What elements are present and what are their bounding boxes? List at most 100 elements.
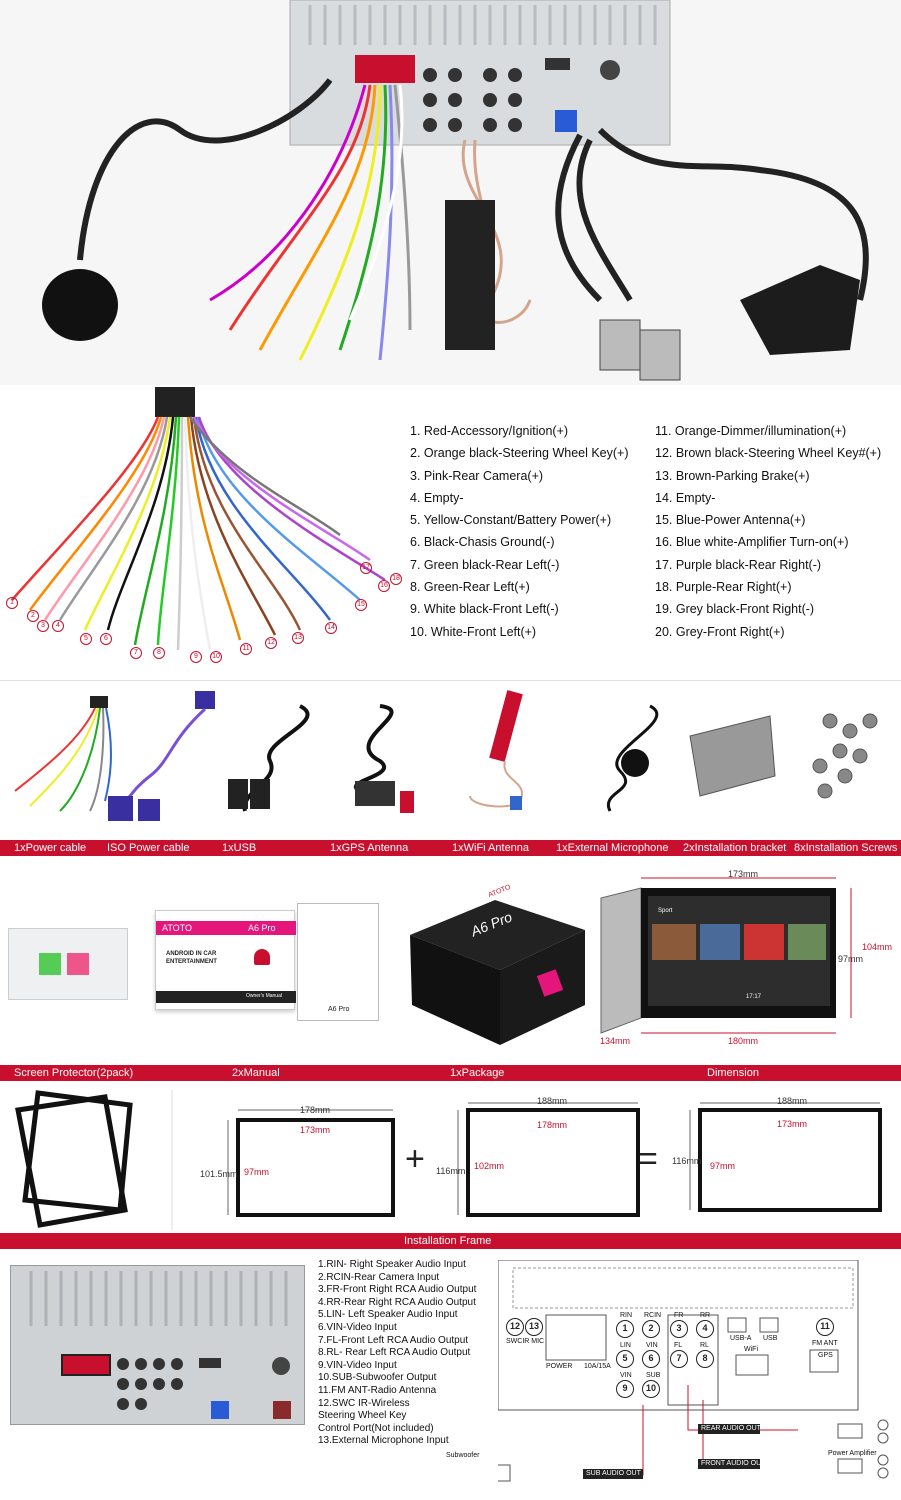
- wire-item: 5. Yellow-Constant/Battery Power(+): [410, 513, 612, 528]
- label-package: 1xPackage: [450, 1067, 505, 1079]
- harness-number-16: 16: [378, 580, 390, 592]
- diagram-num-9: 9: [616, 1380, 634, 1398]
- harness-number-6: 6: [100, 633, 112, 645]
- frames-illustration: [15, 1090, 882, 1230]
- diagram-amp: Power Amplifier: [828, 1450, 877, 1457]
- diagram-num-10: 10: [642, 1380, 660, 1398]
- wire-item: 18. Purple-Rear Right(+): [655, 580, 792, 595]
- accessories-section: 1xPower cable ISO Power cable 1xUSB 1xGP…: [0, 680, 901, 860]
- wire-item: 3. Pink-Rear Camera(+): [410, 468, 544, 483]
- device-dim-depth: 134mm: [600, 1036, 631, 1046]
- manual-card: ATOTO A6 Pro ANDROID IN CAR ENTERTAINMEN…: [155, 910, 296, 1010]
- label-microphone: 1xExternal Microphone: [556, 842, 669, 854]
- manual-owners: Owner's Manual: [246, 993, 282, 999]
- frame-a-inner-h: 97mm: [244, 1167, 270, 1177]
- diagram-sub-out: SUB AUDIO OUT: [586, 1470, 641, 1477]
- port-item: 13.External Microphone Input: [318, 1435, 449, 1447]
- device-dim-right-inner: 97mm: [838, 954, 864, 964]
- diagram-num-11: 11: [816, 1318, 834, 1336]
- screen-protector-image: [8, 928, 128, 1000]
- manual-line1: ANDROID IN CAR: [166, 951, 217, 957]
- harness-number-8: 8: [153, 647, 165, 659]
- diagram-subwoofer: Subwoofer: [446, 1452, 480, 1459]
- port-item: 12.SWC IR-Wireless: [318, 1397, 410, 1409]
- diagram-rin: RIN: [620, 1312, 633, 1319]
- booklet-model: A6 Pro: [328, 1006, 350, 1013]
- wire-item: 8. Green-Rear Left(+): [410, 580, 530, 595]
- label-gps: 1xGPS Antenna: [330, 842, 409, 854]
- diagram-front-out: FRONT AUDIO OUT: [701, 1460, 766, 1467]
- manual-line2: ENTERTAINMENT: [166, 959, 217, 965]
- label-power-cable: 1xPower cable: [14, 842, 87, 854]
- wire-item: 20. Grey-Front Right(+): [655, 624, 785, 639]
- device-dim-bottom: 180mm: [728, 1036, 759, 1046]
- equals-sign: =: [638, 1140, 658, 1178]
- diagram-vin: VIN: [646, 1342, 658, 1349]
- diagram-num-12: 12: [506, 1318, 524, 1336]
- harness-number-12: 12: [265, 637, 277, 649]
- wire-item: 12. Brown black-Steering Wheel Key#(+): [655, 446, 882, 461]
- port-item: 6.VIN-Video Input: [318, 1321, 397, 1333]
- harness-number-1: 1: [6, 597, 18, 609]
- plus-sign: +: [405, 1140, 425, 1178]
- port-item: Steering Wheel Key: [318, 1410, 407, 1422]
- package-label-bar: Screen Protector(2pack) 2xManual 1xPacka…: [0, 1065, 901, 1081]
- diagram-num-4: 4: [696, 1320, 714, 1338]
- label-wifi: 1xWiFi Antenna: [452, 842, 530, 854]
- screen-tab: Sport: [658, 908, 673, 914]
- android-icon: [254, 949, 270, 965]
- frame-b-outer-h: 116mm: [436, 1166, 466, 1176]
- manual-booklet: A6 Pro: [297, 903, 379, 1021]
- package-box: A6 Pro ATOTO: [400, 880, 590, 1050]
- diagram-fuse: 10A/15A: [584, 1363, 611, 1370]
- wiring-list-right: 11. Orange-Dimmer/illumination(+) 12. Br…: [655, 420, 881, 643]
- label-manual: 2xManual: [232, 1067, 280, 1079]
- label-bracket: 2xInstallation bracket: [683, 842, 787, 854]
- diagram-vin2: VIN: [620, 1372, 632, 1379]
- port-item: 9.VIN-Video Input: [318, 1359, 397, 1371]
- frame-c-inner-h: 97mm: [710, 1161, 736, 1171]
- port-item: 3.FR-Front Right RCA Audio Output: [318, 1284, 477, 1296]
- frame-a-inner-w: 173mm: [300, 1125, 331, 1135]
- wire-item: 1. Red-Accessory/Ignition(+): [410, 424, 569, 438]
- wire-item: 11. Orange-Dimmer/illumination(+): [655, 424, 847, 438]
- harness-number-4: 4: [52, 620, 64, 632]
- harness-number-15: 15: [355, 599, 367, 611]
- harness-number-11: 11: [240, 643, 252, 655]
- device-dimension-image: 173mm 104mm 97mm 180mm 134mm Sport 17:17: [596, 868, 896, 1053]
- accessories-illustration: [14, 690, 878, 821]
- port-item: Control Port(Not included): [318, 1422, 434, 1434]
- device-dim-right-outer: 104mm: [862, 942, 893, 952]
- diagram-rear-out: REAR AUDIO OUT: [701, 1425, 761, 1432]
- harness-number-13: 13: [292, 632, 304, 644]
- port-item: 11.FM ANT-Radio Antenna: [318, 1384, 437, 1396]
- port-item: 1.RIN- Right Speaker Audio Input: [318, 1259, 466, 1270]
- label-iso-cable: ISO Power cable: [107, 842, 190, 854]
- wire-item: 19. Grey black-Front Right(-): [655, 602, 815, 617]
- diagram-swcir: SWCIR MIC: [506, 1338, 545, 1345]
- diagram-lin: LIN: [620, 1342, 631, 1349]
- manual-model: A6 Pro: [248, 923, 276, 933]
- harness-number-18: 18: [390, 573, 402, 585]
- manual-brand: ATOTO: [162, 923, 193, 933]
- diagram-num-2: 2: [642, 1320, 660, 1338]
- wire-item: 9. White black-Front Left(-): [410, 602, 559, 617]
- diagram-rcin: RCIN: [644, 1312, 662, 1319]
- port-item: 5.LIN- Left Speaker Audio Input: [318, 1309, 458, 1321]
- diagram-num-7: 7: [670, 1350, 688, 1368]
- diagram-num-13: 13: [525, 1318, 543, 1336]
- harness-number-7: 7: [130, 647, 142, 659]
- accessories-label-bar: 1xPower cable ISO Power cable 1xUSB 1xGP…: [0, 840, 901, 856]
- wire-item: 4. Empty-: [410, 490, 464, 505]
- diagram-fmant: FM ANT: [812, 1340, 838, 1347]
- diagram-rl: RL: [700, 1342, 709, 1349]
- frame-b-outer-w: 188mm: [537, 1096, 568, 1106]
- wire-item: 7. Green black-Rear Left(-): [410, 557, 560, 572]
- wiring-list-left: 1. Red-Accessory/Ignition(+) 2. Orange b…: [410, 420, 629, 643]
- frame-b-inner-w: 178mm: [537, 1120, 568, 1130]
- diagram-num-8: 8: [696, 1350, 714, 1368]
- diagram-usba: USB-A: [730, 1335, 752, 1342]
- wire-item: 17. Purple black-Rear Right(-): [655, 557, 822, 572]
- label-screws: 8xInstallation Screws: [794, 842, 898, 854]
- harness-number-3: 3: [37, 620, 49, 632]
